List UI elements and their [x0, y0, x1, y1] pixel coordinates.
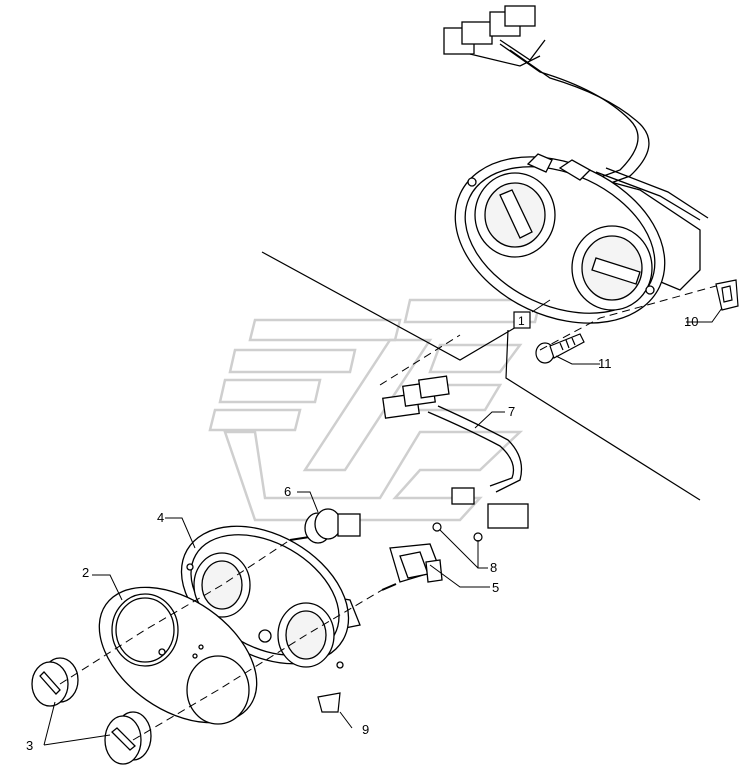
section-line: [261, 251, 701, 501]
callout-10: 10: [684, 314, 698, 329]
rear-control-housing: [454, 153, 709, 324]
knobs-part-3: [31, 657, 152, 765]
clip-part-10: [715, 279, 739, 311]
sticker-part-9: [317, 692, 341, 713]
callout-2: 2: [82, 565, 89, 580]
watermark-logo: [208, 298, 542, 522]
callout-11: 11: [598, 356, 612, 371]
bezel-part-2: [98, 586, 258, 725]
callout-box-1: [513, 311, 531, 329]
wiring-harness-part-7: [382, 375, 529, 529]
callout-9: 9: [362, 722, 369, 737]
callout-5: 5: [492, 580, 499, 595]
callout-4: 4: [157, 510, 164, 525]
callout-7: 7: [508, 404, 515, 419]
switch-part-5: [381, 543, 443, 591]
harness-connector-top: [443, 5, 650, 185]
callout-3: 3: [26, 738, 33, 753]
callout-8: 8: [490, 560, 497, 575]
switch-part-6: [289, 508, 361, 544]
screws-part-8: [432, 522, 483, 542]
callout-1: 1: [518, 314, 525, 328]
callout-6: 6: [284, 484, 291, 499]
leader-lines: [43, 299, 723, 746]
assembly-axis-lines: [59, 285, 717, 741]
screw-part-11: [535, 333, 585, 364]
